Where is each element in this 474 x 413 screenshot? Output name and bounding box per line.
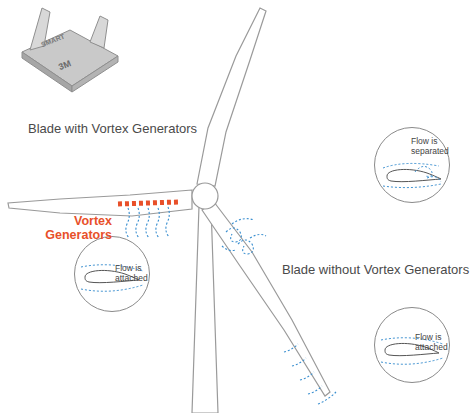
- hub: [192, 183, 218, 209]
- section-heading: Blade without Vortex Generators: [282, 262, 470, 277]
- blade-left: [8, 190, 192, 216]
- blade-up: [197, 8, 266, 186]
- section-heading: Blade with Vortex Generators: [28, 121, 228, 136]
- flow-note: Flow is separated: [411, 136, 445, 156]
- detail-circle: Flow is attached: [374, 307, 450, 383]
- detail-circle: Flow is separated: [374, 127, 450, 203]
- vortex-generator-marks: [118, 202, 178, 204]
- part-label: Vortex Generators: [36, 214, 112, 242]
- blade-right: [202, 202, 330, 396]
- detail-circle: Flow is attached: [74, 236, 150, 312]
- flow-note: Flow is attached: [415, 332, 447, 352]
- flow-note: Flow is attached: [115, 263, 147, 283]
- vortex-generator-part: [22, 8, 118, 92]
- tower: [192, 206, 218, 413]
- flow-lines: [126, 207, 336, 404]
